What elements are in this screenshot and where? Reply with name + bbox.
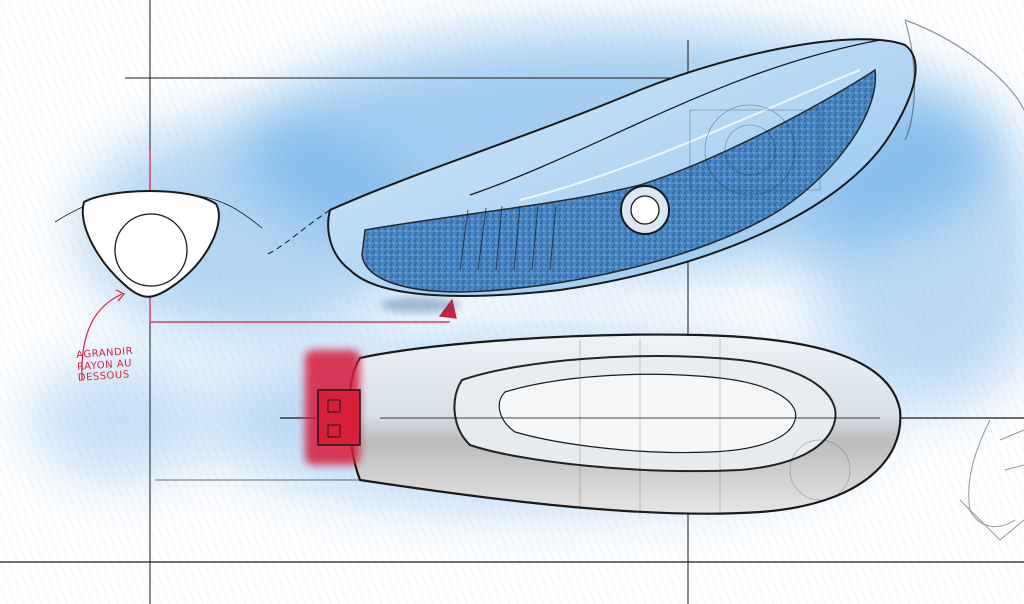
product-top-view xyxy=(305,333,902,515)
handwritten-annotation: AGRANDIR RAYON AU DESSOUS xyxy=(76,346,135,384)
partial-detail-sketch xyxy=(904,19,1024,541)
product-side-view xyxy=(264,38,917,313)
cross-section-view xyxy=(54,190,263,298)
